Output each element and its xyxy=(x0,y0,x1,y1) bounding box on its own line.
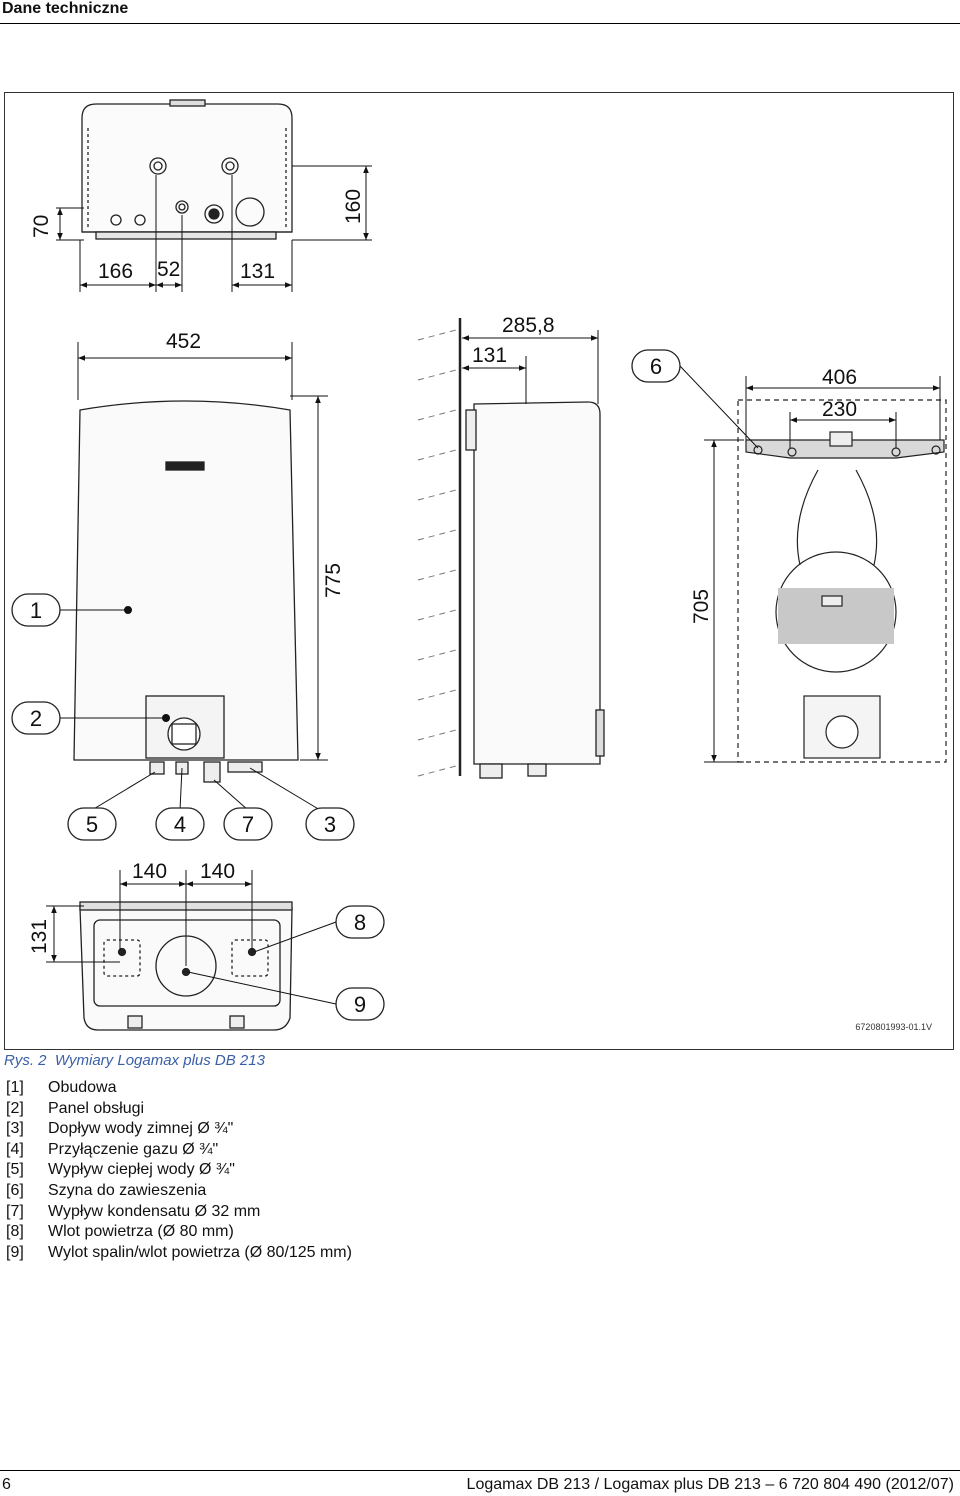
dimension-70: 70 xyxy=(30,215,53,238)
dimension-166: 166 xyxy=(98,260,133,283)
front-view xyxy=(73,400,299,783)
mounting-view xyxy=(737,399,947,763)
callout-3: 3 xyxy=(305,807,355,841)
page-number: 6 xyxy=(2,1476,11,1493)
legend-item: [4]Przyłączenie gazu Ø ¾" xyxy=(6,1140,219,1158)
page-header: Dane techniczne xyxy=(0,0,960,24)
dimension-406: 406 xyxy=(822,366,857,389)
legend-item: [5]Wypływ ciepłej wody Ø ¾" xyxy=(6,1161,235,1179)
callout-1: 1 xyxy=(11,593,61,627)
callout-9: 9 xyxy=(335,987,385,1021)
svg-text:6: 6 xyxy=(650,354,662,379)
legend-item: [8]Wlot powietrza (Ø 80 mm) xyxy=(6,1223,234,1241)
legend-item: [7]Wypływ kondensatu Ø 32 mm xyxy=(6,1202,261,1220)
legend-item: [3]Dopływ wody zimnej Ø ¾" xyxy=(6,1120,234,1138)
svg-text:4: 4 xyxy=(174,812,186,837)
dimension-52: 52 xyxy=(157,258,180,281)
front-view-dimensions xyxy=(77,342,328,761)
mounting-view-dimensions xyxy=(704,376,941,763)
legend-item: [1]Obudowa xyxy=(6,1079,117,1096)
footer-text: Logamax DB 213 / Logamax plus DB 213 – 6… xyxy=(466,1476,954,1493)
dimension-452: 452 xyxy=(166,330,201,353)
side-view-dimensions xyxy=(462,330,599,404)
figure-frame xyxy=(4,92,954,1050)
svg-text:2: 2 xyxy=(30,706,42,731)
bottom-view-dimensions xyxy=(46,870,253,966)
svg-text:9: 9 xyxy=(354,992,366,1017)
dimension-705: 705 xyxy=(690,589,713,624)
top-view xyxy=(81,99,293,240)
caption-prefix: Rys. 2 xyxy=(4,1052,47,1069)
top-view-dimensions xyxy=(56,165,372,292)
legend-item: [9]Wylot spalin/wlot powietrza (Ø 80/125… xyxy=(6,1243,352,1261)
page-title: Dane techniczne xyxy=(2,0,129,17)
legend-item: [2]Panel obsługi xyxy=(6,1099,145,1117)
dimension-230: 230 xyxy=(822,398,857,421)
dimension-131-bottom: 131 xyxy=(28,919,51,954)
svg-text:8: 8 xyxy=(354,910,366,935)
side-view xyxy=(417,318,605,779)
legend-item: [6]Szyna do zawieszenia xyxy=(6,1181,207,1199)
figure-doc-id: 6720801993-01.1V xyxy=(855,1022,932,1032)
technical-drawing: 70 160 166 52 131 452 775 xyxy=(11,99,947,1032)
caption-text: Wymiary Logamax plus DB 213 xyxy=(54,1052,265,1069)
dimension-160: 160 xyxy=(342,189,365,224)
brand-logo xyxy=(165,461,205,471)
callout-7: 7 xyxy=(223,807,273,841)
dimension-131-side: 131 xyxy=(472,344,507,367)
footer-rule xyxy=(0,1470,960,1471)
header-rule xyxy=(0,23,960,24)
dimension-775: 775 xyxy=(322,563,345,598)
svg-text:1: 1 xyxy=(30,598,42,623)
svg-text:7: 7 xyxy=(242,812,254,837)
legend-list: [1]Obudowa [2]Panel obsługi [3]Dopływ wo… xyxy=(6,1078,352,1263)
dimension-140-right: 140 xyxy=(200,860,235,883)
dimension-285-8: 285,8 xyxy=(502,314,555,337)
callout-leaders xyxy=(60,365,759,1005)
dimension-140-left: 140 xyxy=(132,860,167,883)
dimension-131-top: 131 xyxy=(240,260,275,283)
callout-2: 2 xyxy=(11,701,61,735)
svg-text:5: 5 xyxy=(86,812,98,837)
callout-6: 6 xyxy=(631,349,681,383)
callout-8: 8 xyxy=(335,905,385,939)
figure-caption: Rys. 2 Wymiary Logamax plus DB 213 xyxy=(4,1052,265,1069)
callout-4: 4 xyxy=(155,807,205,841)
callout-5: 5 xyxy=(67,807,117,841)
svg-text:3: 3 xyxy=(324,812,336,837)
